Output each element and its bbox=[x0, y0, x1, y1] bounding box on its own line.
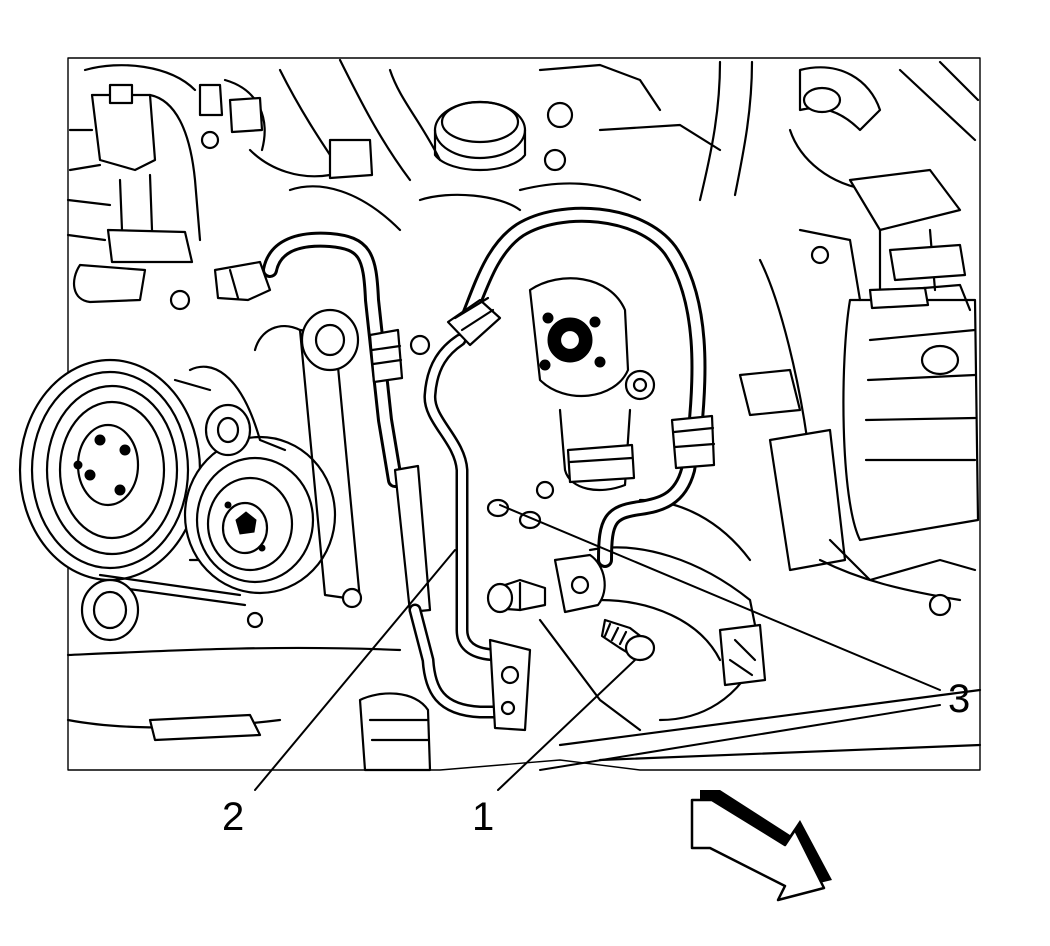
leader-2 bbox=[254, 549, 456, 791]
callout-label-2: 2 bbox=[222, 795, 244, 839]
callout-leaders bbox=[254, 504, 941, 791]
water-pump bbox=[528, 277, 656, 492]
leader-3a bbox=[499, 504, 941, 691]
leader-1 bbox=[497, 659, 636, 791]
leader-3b bbox=[539, 704, 941, 771]
callout-label-3: 3 bbox=[948, 677, 970, 721]
engine-background-detail bbox=[18, 57, 982, 772]
fasteners bbox=[486, 498, 656, 662]
alternator bbox=[842, 283, 980, 542]
front-direction-arrow-icon bbox=[690, 790, 832, 902]
refrigerant-lines bbox=[213, 206, 716, 732]
oil-fill-cap bbox=[433, 100, 527, 171]
callout-label-1: 1 bbox=[472, 795, 494, 839]
